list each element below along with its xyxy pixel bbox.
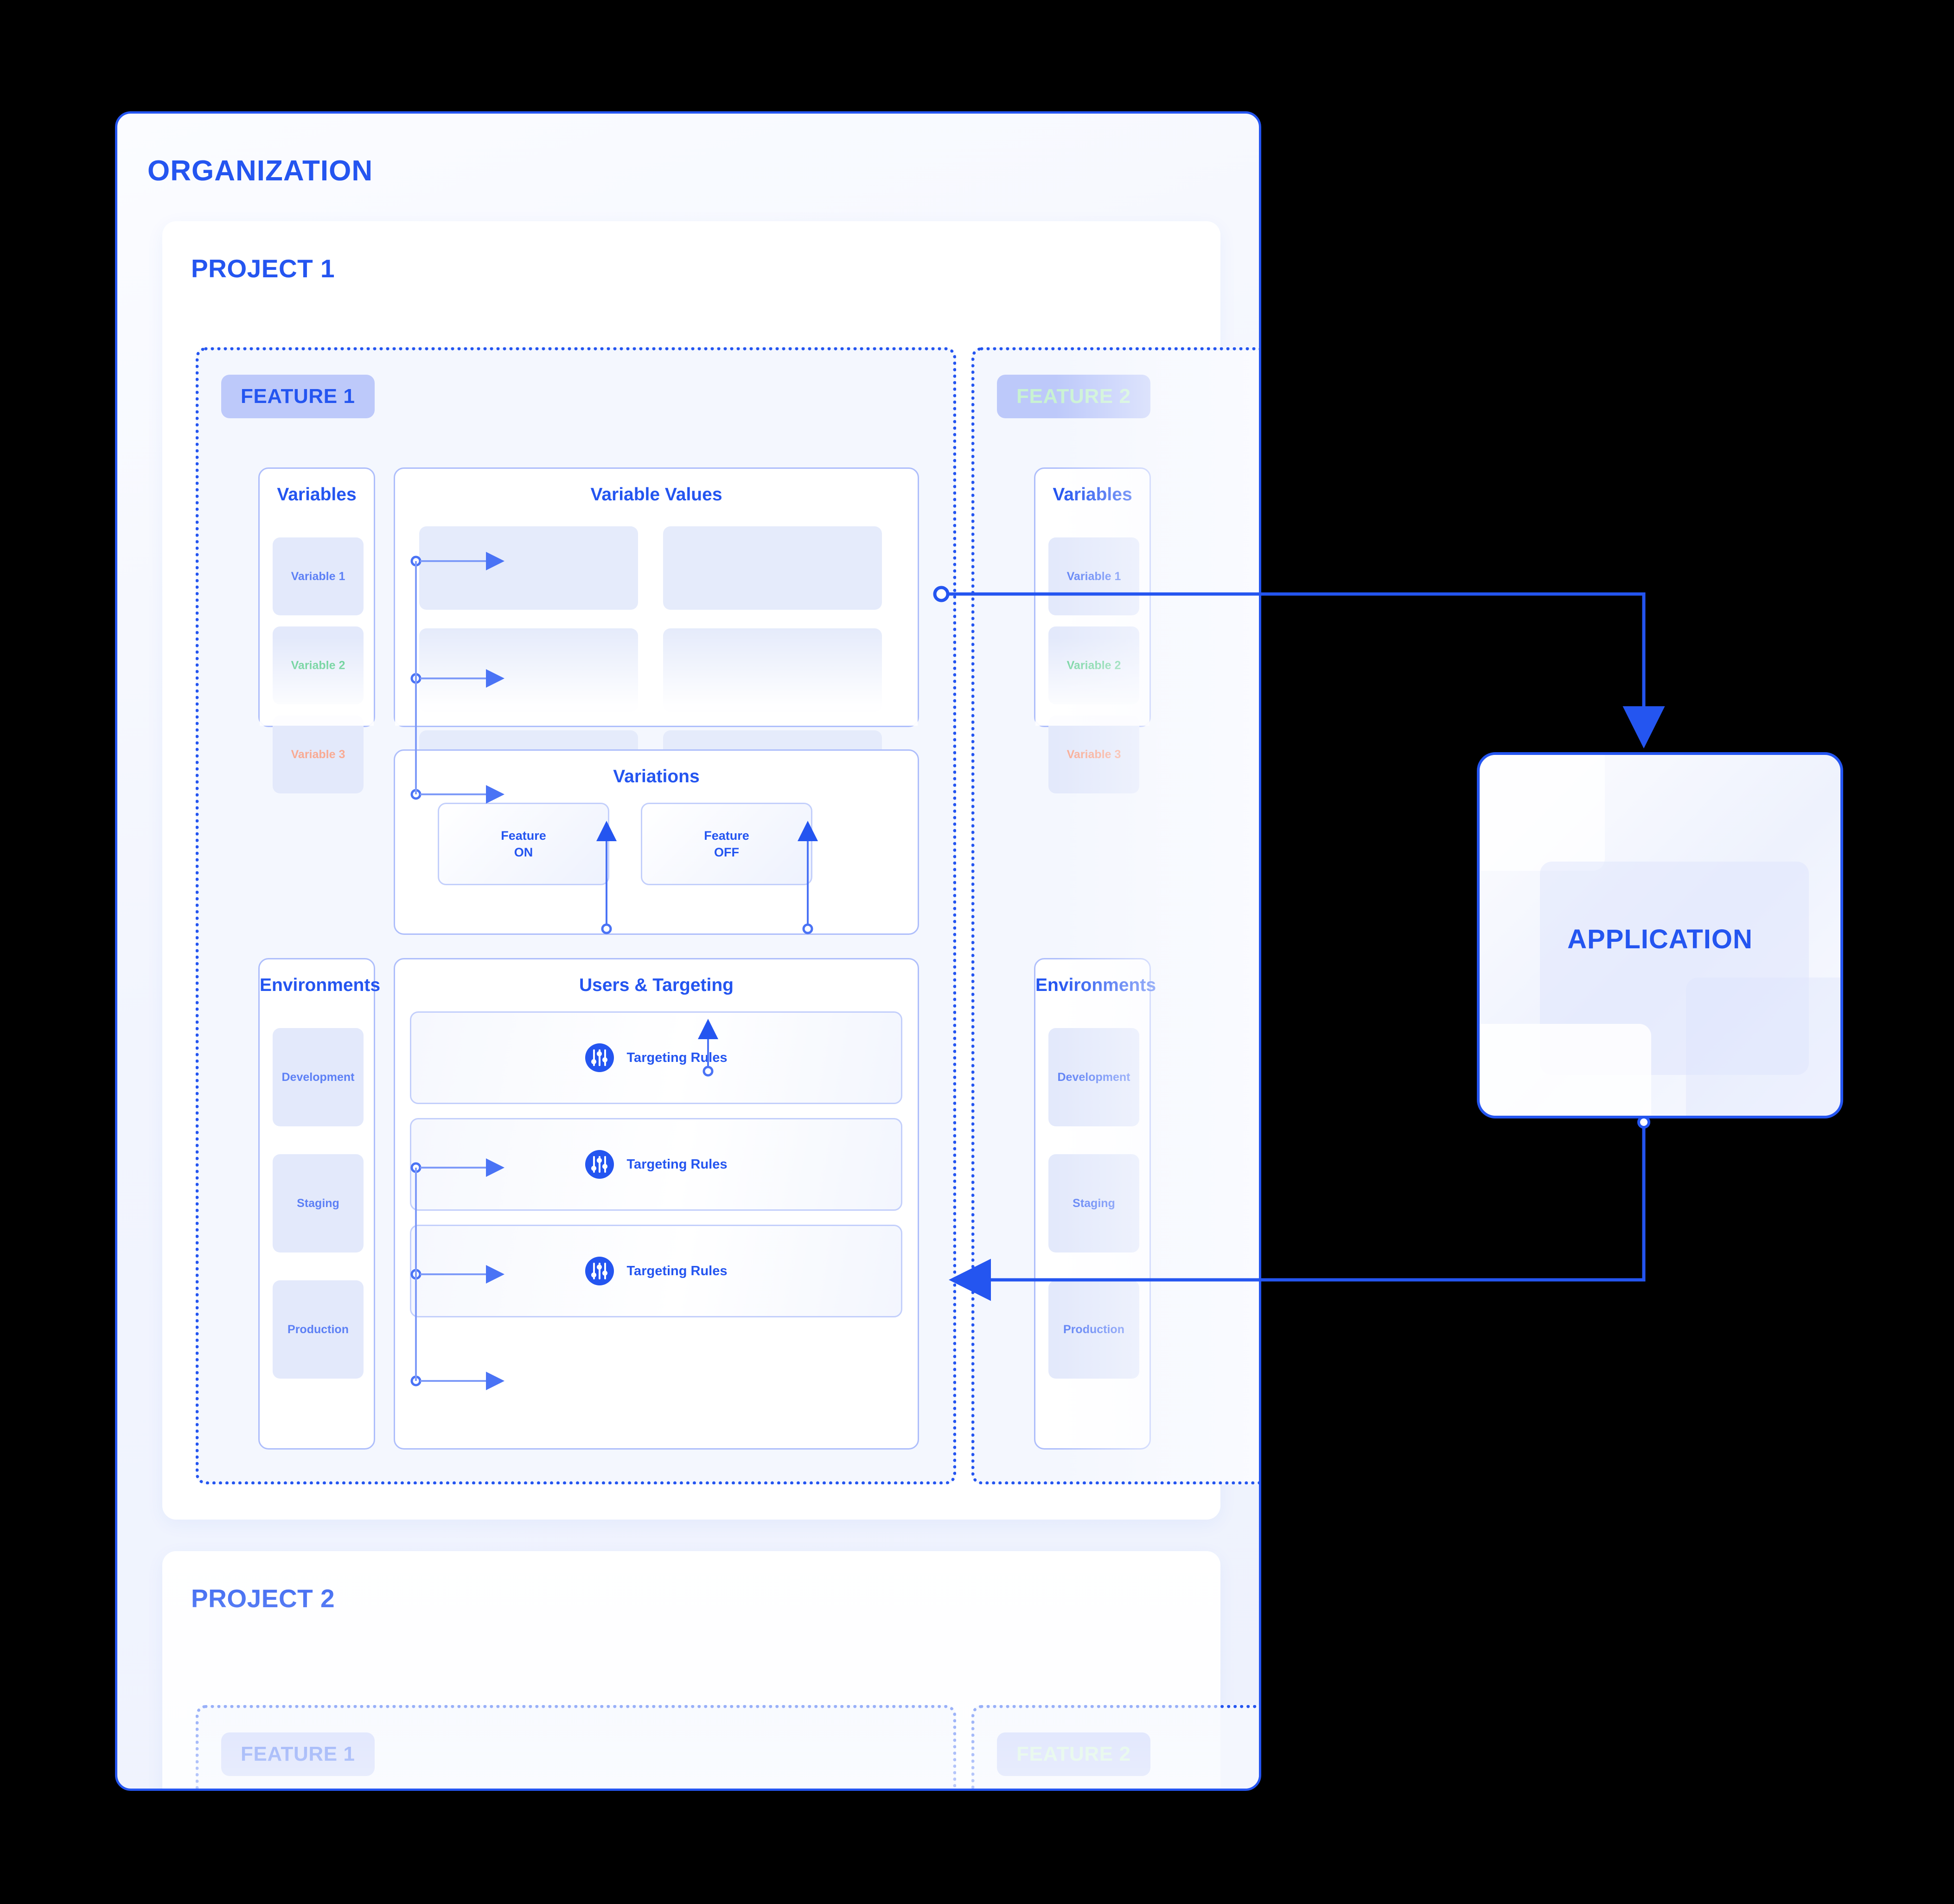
- variation-line-2: OFF: [714, 845, 739, 859]
- variable-values-panel-title: Variable Values: [590, 485, 722, 505]
- feature-2-variables-panel: Variables Variable 1 Variable 2 Variable…: [1034, 467, 1151, 793]
- environments-panel-title: Environments: [260, 975, 381, 995]
- project-2-feature-2-panel: FEATURE 2: [971, 1705, 1259, 1789]
- variable-chip-3[interactable]: Variable 3: [1048, 716, 1139, 793]
- application-title: APPLICATION: [1567, 924, 1753, 954]
- feature-2-panel: FEATURE 2 Variables Variable 1 Variable …: [971, 347, 1259, 1484]
- value-cell[interactable]: [419, 628, 638, 712]
- variable-values-panel: Variable Values: [394, 467, 919, 814]
- decor-shape: [1480, 755, 1605, 871]
- variable-chip-2[interactable]: Variable 2: [1048, 626, 1139, 704]
- sliders-icon: [585, 1257, 614, 1285]
- targeting-rules-row[interactable]: Targeting Rules: [410, 1011, 902, 1104]
- variable-chip-3[interactable]: Variable 3: [273, 716, 364, 793]
- environments-panel: Environments Development Staging Product…: [258, 958, 381, 1450]
- variable-chip-1[interactable]: Variable 1: [273, 537, 364, 615]
- application-box[interactable]: APPLICATION: [1477, 752, 1843, 1118]
- feature-1-badge[interactable]: FEATURE 1: [221, 375, 375, 418]
- users-targeting-panel-title: Users & Targeting: [579, 975, 734, 995]
- project-2-card: PROJECT 2 FEATURE 1 FEATURE 2: [162, 1551, 1259, 1789]
- targeting-rules-label: Targeting Rules: [626, 1050, 728, 1065]
- targeting-rules-row[interactable]: Targeting Rules: [410, 1225, 902, 1317]
- project-1-title: PROJECT 1: [191, 254, 335, 283]
- value-cell[interactable]: [663, 526, 882, 610]
- variables-panel: Variables Variable 1 Variable 2 Variable…: [258, 467, 375, 793]
- sliders-icon: [585, 1043, 614, 1072]
- variation-line-1: Feature: [704, 828, 749, 843]
- targeting-rules-row[interactable]: Targeting Rules: [410, 1118, 902, 1211]
- feature-1-panel: FEATURE 1 Variables Variable 1 Variable …: [196, 347, 956, 1484]
- decor-shape: [1480, 1024, 1651, 1116]
- environment-chip-staging[interactable]: Staging: [273, 1154, 364, 1252]
- feature-2-variables-title: Variables: [1053, 485, 1132, 505]
- value-cell[interactable]: [419, 526, 638, 610]
- variations-panel: Variations Feature ON Feature OFF: [394, 749, 919, 935]
- targeting-rules-label: Targeting Rules: [626, 1263, 728, 1278]
- variation-feature-on[interactable]: Feature ON: [438, 803, 609, 885]
- project-2-feature-2-badge[interactable]: FEATURE 2: [997, 1732, 1150, 1776]
- decor-shape: [1686, 978, 1840, 1116]
- organization-card: ORGANIZATION PROJECT 1 FEATURE 1 Variabl…: [115, 111, 1261, 1791]
- project-1-card: PROJECT 1 FEATURE 1 Variables Variable 1…: [162, 221, 1259, 1520]
- value-cell[interactable]: [663, 628, 882, 712]
- users-targeting-panel: Users & Targeting Targeting Rules: [394, 958, 919, 1450]
- environment-chip-production[interactable]: Production: [273, 1280, 364, 1379]
- environment-chip-development[interactable]: Development: [1048, 1028, 1139, 1126]
- organization-title: ORGANIZATION: [147, 155, 373, 187]
- sliders-icon: [585, 1150, 614, 1179]
- targeting-rules-label: Targeting Rules: [626, 1156, 728, 1172]
- environment-chip-staging[interactable]: Staging: [1048, 1154, 1139, 1252]
- variable-chip-2[interactable]: Variable 2: [273, 626, 364, 704]
- variation-line-1: Feature: [501, 828, 546, 843]
- environment-chip-production[interactable]: Production: [1048, 1280, 1139, 1379]
- project-2-title: PROJECT 2: [191, 1584, 335, 1613]
- feature-2-environments-panel: Environments Development Staging Product…: [1034, 958, 1156, 1450]
- feature-2-badge[interactable]: FEATURE 2: [997, 375, 1150, 418]
- project-2-feature-1-badge[interactable]: FEATURE 1: [221, 1732, 375, 1776]
- feature-2-environments-title: Environments: [1035, 975, 1156, 995]
- variation-line-2: ON: [514, 845, 533, 859]
- variations-panel-title: Variations: [613, 767, 700, 786]
- variable-chip-1[interactable]: Variable 1: [1048, 537, 1139, 615]
- project-2-feature-1-panel: FEATURE 1: [196, 1705, 956, 1789]
- variables-panel-title: Variables: [277, 485, 357, 505]
- variation-feature-off[interactable]: Feature OFF: [641, 803, 812, 885]
- environment-chip-development[interactable]: Development: [273, 1028, 364, 1126]
